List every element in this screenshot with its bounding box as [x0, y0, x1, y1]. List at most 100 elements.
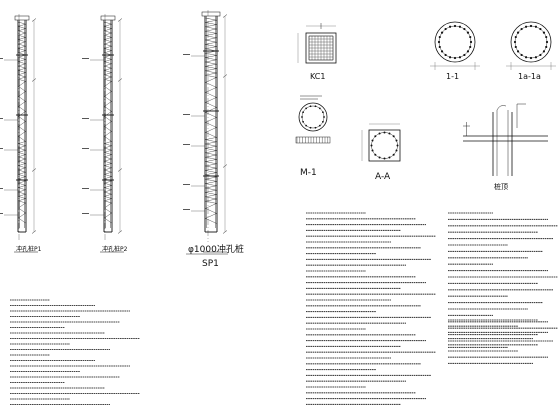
rebar-dot: [374, 153, 377, 156]
section-a-a: [361, 123, 401, 162]
rebar-dot: [440, 31, 444, 34]
pile-dimension-tick: [31, 230, 37, 234]
pile-elevations: [0, 10, 228, 253]
pile-dimension-tick: [222, 164, 228, 168]
rebar-dot: [444, 27, 447, 31]
pile-cap: [100, 15, 116, 21]
a-a-bars: [370, 131, 399, 160]
rebar-dot: [309, 126, 312, 129]
notes-block: [10, 299, 140, 406]
rebar-dot: [529, 24, 533, 28]
rebar-dot: [395, 139, 398, 142]
section-1-1-bars: [437, 24, 473, 60]
rebar-dot: [388, 132, 391, 135]
section-1a-1a: [506, 21, 556, 70]
rebar-dot: [383, 131, 386, 134]
m-1-bars: [301, 105, 325, 129]
rebar-dot: [458, 25, 462, 28]
rebar-dot: [453, 56, 457, 60]
pile-dimension-tick: [117, 168, 123, 172]
rebar-dot: [520, 53, 523, 57]
rebar-dot: [448, 25, 452, 28]
pile-dimension-tick: [117, 230, 123, 234]
rebar-dot: [378, 156, 381, 159]
rebar-dot: [378, 132, 381, 135]
rebar-dot: [463, 53, 466, 57]
rebar-dot: [370, 144, 373, 147]
rebar-dot: [383, 157, 386, 160]
notes-block: [306, 212, 436, 405]
pile-dimension-tick: [31, 168, 37, 172]
rebar-dot: [520, 27, 523, 31]
section-1-1: [430, 21, 480, 70]
rebar-dot: [545, 45, 548, 49]
notes-block: [448, 319, 548, 364]
pile-dimension-tick: [222, 14, 228, 18]
rebar-dot: [469, 35, 472, 39]
section-m-1: [295, 95, 331, 144]
rebar-dot: [534, 25, 538, 28]
rebar-dot: [514, 35, 517, 39]
rebar-dot: [524, 56, 528, 59]
rebar-dot: [302, 120, 304, 123]
pile-elevation: [183, 10, 228, 253]
rebar-dot: [466, 50, 470, 53]
rebar-dot: [309, 105, 312, 108]
rebar-dot: [438, 35, 441, 39]
pile-label-sp1-title: φ1000冲孔桩: [188, 243, 244, 255]
rebar-dot: [323, 116, 325, 118]
rebar-dot: [469, 40, 473, 44]
pile-cap: [14, 15, 30, 21]
section-label-1-1: 1-1: [446, 72, 459, 81]
pile-cap: [201, 11, 221, 17]
pile-dimension-tick: [117, 18, 123, 22]
rebar-dot: [542, 31, 546, 34]
rebar-dot: [388, 156, 391, 159]
general-notes: [10, 212, 558, 406]
rebar-dot: [466, 31, 470, 34]
rebar-dot: [396, 144, 399, 147]
section-label-1a-1a: 1a-1a: [518, 72, 541, 81]
rebar-dot: [444, 53, 447, 57]
rebar-dot: [469, 45, 472, 49]
pile-spiral-stirrup: [17, 21, 27, 224]
rebar-dot: [514, 45, 517, 49]
rebar-dot: [542, 50, 546, 53]
section-1a-1a-bars: [513, 24, 549, 60]
rebar-dot: [314, 105, 317, 108]
pile-dimension-tick: [222, 74, 228, 78]
rebar-dot: [463, 27, 466, 31]
rebar-dot: [371, 149, 374, 152]
pile-elevation: [0, 14, 38, 253]
rebar-dot: [395, 149, 398, 152]
pile-dimension-tick: [117, 78, 123, 82]
kc1-plan: [297, 23, 337, 64]
rebar-dot: [318, 107, 321, 110]
rebar-dot: [448, 56, 452, 59]
rebar-dot: [539, 27, 542, 31]
pile-head-detail: [463, 103, 548, 176]
rebar-dot: [314, 126, 317, 129]
rebar-dot: [534, 56, 538, 59]
pile-label-p1: 冲孔桩P1: [16, 245, 42, 253]
rebar-dot: [524, 25, 528, 28]
rebar-dot: [392, 135, 395, 138]
rebar-dot: [322, 120, 324, 123]
rebar-dot: [539, 53, 542, 57]
pile-spiral-stirrup: [205, 17, 218, 224]
rebar-dot: [392, 153, 395, 156]
rebar-dot: [437, 40, 441, 44]
rebar-dot: [305, 107, 308, 110]
pile-label-p2: 冲孔桩P2: [102, 245, 128, 253]
rebar-dot: [301, 116, 303, 118]
rebar-dot: [438, 45, 441, 49]
section-label-kc1: KC1: [310, 72, 325, 81]
section-label-a-a: A-A: [375, 172, 391, 182]
rebar-dot: [305, 124, 308, 127]
rebar-dot: [371, 139, 374, 142]
pile-dimension-tick: [31, 18, 37, 22]
pile-label-sp1-code: SP1: [202, 259, 219, 269]
rebar-dot: [545, 35, 548, 39]
kc1-rebar-grid: [308, 35, 334, 61]
